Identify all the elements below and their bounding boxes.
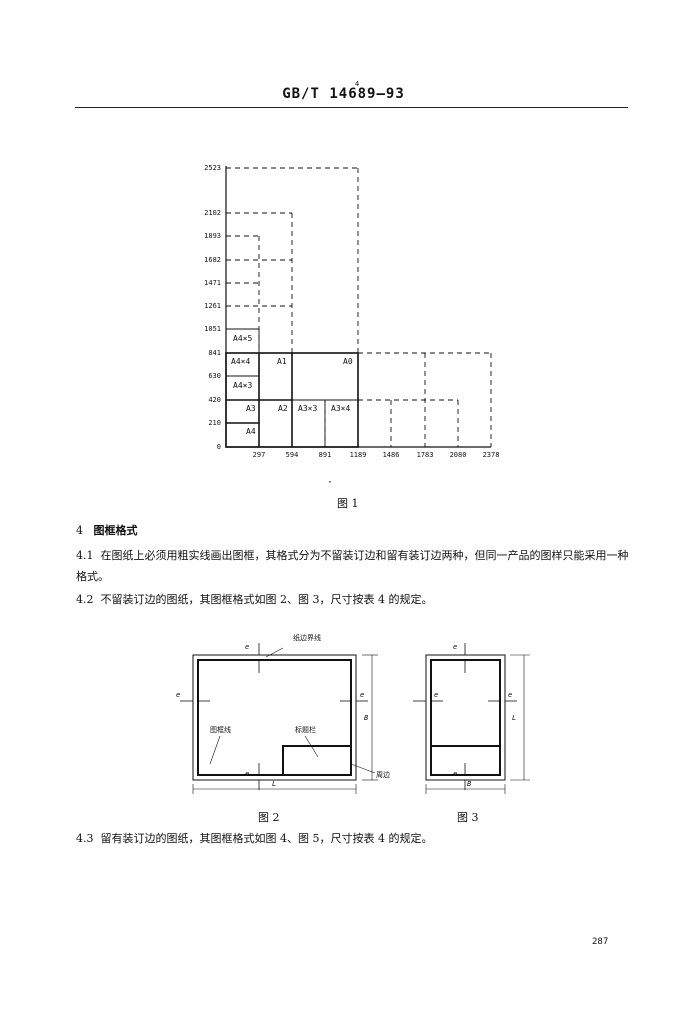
format-label: A1 bbox=[277, 357, 287, 366]
x-tick: 1783 bbox=[417, 451, 434, 459]
dim-e: e bbox=[453, 643, 457, 651]
header-rule bbox=[75, 107, 628, 108]
format-label: A4 bbox=[246, 427, 256, 436]
stray-dot: · bbox=[327, 477, 333, 488]
y-tick: 841 bbox=[208, 349, 221, 357]
dim-e: e bbox=[176, 691, 180, 699]
section-title: 图框格式 bbox=[93, 524, 138, 537]
format-label: A2 bbox=[278, 404, 288, 413]
dim-B: B bbox=[364, 714, 368, 722]
format-label: A3×4 bbox=[331, 404, 350, 413]
label-paper-edge: 纸边界线 bbox=[293, 633, 321, 642]
x-tick: 594 bbox=[286, 451, 299, 459]
document-header: GB/T 14689—93 bbox=[0, 86, 687, 102]
figure-2-caption: 图 2 bbox=[258, 811, 280, 824]
x-tick: 297 bbox=[253, 451, 266, 459]
clause-text: 不留装订边的图纸，其图框格式如图 2、图 3，尺寸按表 4 的规定。 bbox=[100, 593, 433, 606]
label-perimeter: 周边 bbox=[376, 770, 390, 779]
figure-3-diagram bbox=[413, 643, 530, 794]
label-frame: 图框线 bbox=[210, 725, 231, 734]
header-small-mark: 4 bbox=[355, 80, 360, 88]
y-tick: 1261 bbox=[204, 302, 221, 310]
dim-e: e bbox=[434, 691, 438, 699]
label-title-block: 标题栏 bbox=[295, 725, 316, 734]
y-tick: 0 bbox=[217, 443, 221, 451]
title-block bbox=[430, 745, 501, 776]
frame-line bbox=[197, 659, 352, 776]
y-tick: 2523 bbox=[204, 164, 221, 172]
format-label: A4×4 bbox=[231, 357, 250, 366]
clause-number: 4.3 bbox=[76, 832, 94, 845]
x-tick: 891 bbox=[319, 451, 332, 459]
y-tick: 1471 bbox=[204, 279, 221, 287]
x-tick: 2080 bbox=[450, 451, 467, 459]
dim-e: e bbox=[245, 770, 249, 778]
figure-1-labels: 2523 2102 1893 1682 1471 1261 1051 841 6… bbox=[204, 164, 499, 488]
format-label: A4×3 bbox=[233, 381, 252, 390]
figure-1-caption: 图 1 bbox=[337, 497, 359, 510]
clause-text: 在图纸上必须用粗实线画出图框，其格式分为不留装订边和留有装订边两种，但同一产品的… bbox=[76, 549, 629, 583]
dim-e: e bbox=[245, 643, 249, 651]
x-tick: 1189 bbox=[350, 451, 367, 459]
y-tick: 630 bbox=[208, 372, 221, 380]
y-tick: 2102 bbox=[204, 209, 221, 217]
multiple-formats bbox=[226, 328, 358, 447]
paper-edge bbox=[192, 654, 357, 781]
y-tick: 1893 bbox=[204, 232, 221, 240]
frame-line bbox=[430, 659, 501, 776]
dim-B: B bbox=[467, 780, 471, 788]
dashed-extensions bbox=[226, 167, 492, 447]
section-heading: 4 图框格式 bbox=[76, 522, 138, 538]
y-tick: 1051 bbox=[204, 325, 221, 333]
figure-3-labels: e e e e B L bbox=[434, 643, 516, 788]
figure-3-caption: 图 3 bbox=[457, 811, 479, 824]
header-title: GB/T 14689—93 bbox=[282, 86, 405, 102]
clause-number: 4.1 bbox=[76, 549, 94, 562]
format-label: A3 bbox=[246, 404, 256, 413]
format-label: A4×5 bbox=[233, 334, 252, 343]
title-block bbox=[282, 745, 352, 776]
dim-L: L bbox=[512, 714, 516, 722]
clause-4-2: 4.2 不留装订边的图纸，其图框格式如图 2、图 3，尺寸按表 4 的规定。 bbox=[76, 589, 636, 610]
x-tick: 1486 bbox=[383, 451, 400, 459]
clause-4-3: 4.3 留有装订边的图纸，其图框格式如图 4、图 5，尺寸按表 4 的规定。 bbox=[76, 828, 636, 849]
clause-text: 留有装订边的图纸，其图框格式如图 4、图 5，尺寸按表 4 的规定。 bbox=[100, 832, 433, 845]
dim-e: e bbox=[508, 691, 512, 699]
format-label: A0 bbox=[343, 357, 353, 366]
clause-number: 4.2 bbox=[76, 593, 94, 606]
y-tick: 210 bbox=[208, 419, 221, 427]
dim-L: L bbox=[272, 780, 276, 788]
dim-e: e bbox=[453, 770, 457, 778]
dim-e: e bbox=[360, 691, 364, 699]
section-number: 4 bbox=[76, 524, 83, 537]
x-tick: 2378 bbox=[483, 451, 500, 459]
format-label: A3×3 bbox=[298, 404, 317, 413]
clause-4-1: 4.1 在图纸上必须用粗实线画出图框，其格式分为不留装订边和留有装订边两种，但同… bbox=[76, 545, 636, 587]
paper-edge bbox=[425, 654, 506, 781]
y-tick: 1682 bbox=[204, 256, 221, 264]
figure-2-labels: 纸边界线 图框线 标题栏 周边 e e e e B L bbox=[176, 633, 390, 788]
figure-1-diagram bbox=[225, 166, 492, 448]
figure-2-diagram bbox=[180, 643, 378, 794]
page-number: 287 bbox=[592, 937, 609, 947]
y-tick: 420 bbox=[208, 396, 221, 404]
